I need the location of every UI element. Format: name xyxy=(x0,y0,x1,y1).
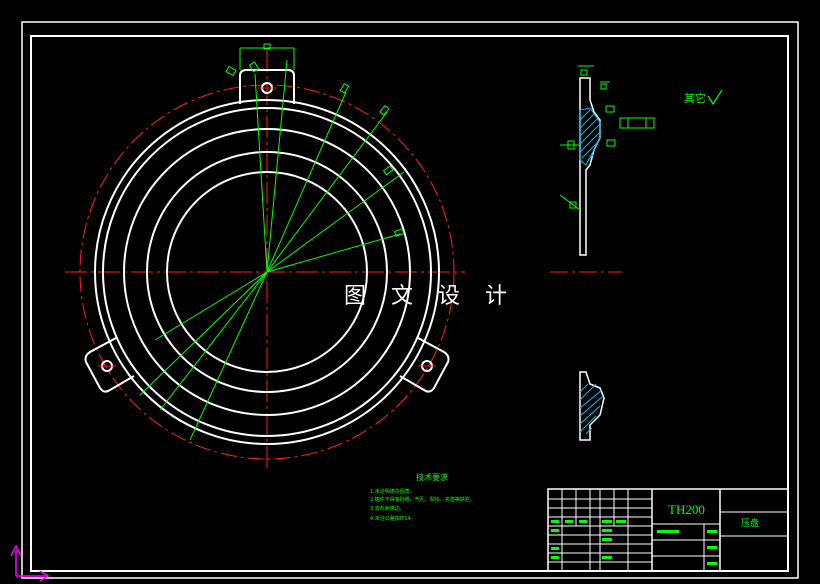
sheet-inner-border xyxy=(30,35,789,572)
tech-line-1: 1.未注明铸造圆角。 xyxy=(370,488,415,495)
sheet-outer-border xyxy=(21,21,799,579)
outer-edge xyxy=(94,99,440,445)
tech-requirements-title: 技术要求 xyxy=(416,472,448,482)
friction-ring-mid xyxy=(146,151,388,393)
section-lower-hatch xyxy=(579,383,604,435)
front-view xyxy=(65,43,465,470)
title-block-part-name: 压盘 xyxy=(741,517,759,529)
section-upper-hatch xyxy=(579,109,601,161)
top-lug xyxy=(239,69,295,104)
section-lower-outline xyxy=(579,371,605,441)
section-dimensions xyxy=(559,65,655,211)
section-upper-hatch-area xyxy=(579,107,601,166)
bolt-circle xyxy=(79,84,455,460)
watermark-text: 图 文 设 计 xyxy=(344,284,516,309)
outer-edge-inner xyxy=(102,107,432,437)
inner-bore xyxy=(166,171,368,373)
radial-dimensions xyxy=(139,43,405,441)
section-view: 其它 xyxy=(550,65,723,441)
ucs-icon xyxy=(10,544,50,582)
title-block-model: TH200 xyxy=(668,502,705,517)
left-lug xyxy=(84,337,135,393)
tech-requirements: 技术要求 1.未注明铸造圆角。 2.铸件不得有砂眼、气孔、裂纹、夹渣等缺陷。 3… xyxy=(370,472,475,522)
friction-ring-outer xyxy=(123,128,411,416)
tech-line-3: 3.去毛刺锐边。 xyxy=(370,505,405,512)
right-lug xyxy=(399,337,450,393)
roughness-label: 其它 xyxy=(684,91,706,105)
section-upper-outline xyxy=(579,77,601,256)
title-block: TH200 压盘 xyxy=(547,488,789,572)
roughness-symbol xyxy=(707,89,723,106)
tech-line-4: 4.未注公差按IT14。 xyxy=(370,515,416,522)
tech-line-2: 2.铸件不得有砂眼、气孔、裂纹、夹渣等缺陷。 xyxy=(370,496,475,503)
